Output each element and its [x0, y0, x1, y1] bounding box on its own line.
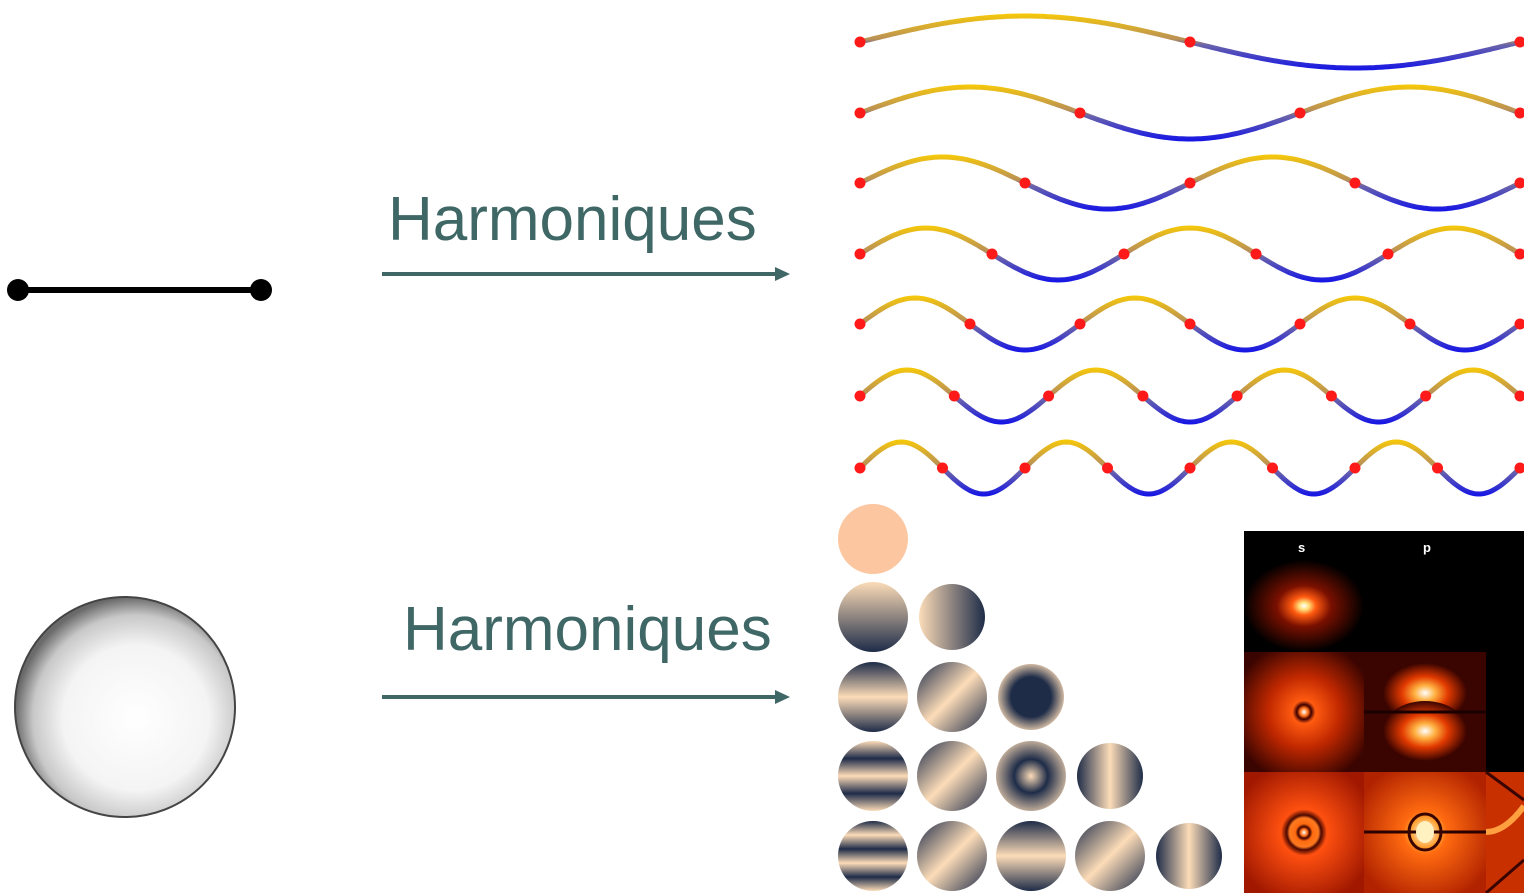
top-arrow-label: Harmoniques: [388, 185, 757, 254]
harmonic-wave-6: [854, 367, 1524, 425]
wave-node: [1420, 390, 1432, 402]
spherical-harmonic-l3-m2: [996, 741, 1066, 811]
spherical-harmonic-l4-m2: [996, 821, 1066, 891]
wave-node: [1184, 318, 1196, 330]
wave-node: [1349, 177, 1361, 189]
orbital-1s: [1244, 560, 1364, 652]
wave-node: [1514, 462, 1524, 474]
string-endpoint-right: [250, 279, 272, 301]
wave-node: [1382, 248, 1394, 260]
wave-node: [1102, 462, 1113, 474]
harmonic-wave-5: [854, 295, 1524, 353]
wave-node: [1404, 318, 1416, 330]
spherical-harmonic-l3-m3: [1077, 743, 1143, 809]
wave-node: [1514, 390, 1524, 402]
wave-node: [964, 318, 976, 330]
wave-node: [1184, 462, 1196, 474]
wave-node: [1043, 390, 1055, 402]
wave-node: [1294, 107, 1306, 119]
wave-node: [948, 390, 960, 402]
spherical-harmonic-l1-m1: [919, 584, 985, 650]
orbital-2s: [1244, 652, 1364, 772]
wave-node: [854, 318, 866, 330]
wave-node: [1019, 462, 1031, 474]
harmonic-wave-7: [854, 439, 1524, 497]
spherical-harmonic-l0-m0: [838, 504, 908, 574]
wave-node: [854, 248, 866, 260]
wave-node: [1514, 107, 1524, 119]
wave-node: [1514, 318, 1524, 330]
wave-node: [854, 462, 866, 474]
wave-node: [854, 390, 866, 402]
sphere: [14, 596, 236, 818]
spherical-harmonic-l4-m0: [838, 821, 908, 891]
wave-node: [1118, 248, 1130, 260]
wave-node: [1137, 390, 1149, 402]
wave-node: [1184, 36, 1196, 48]
wave-curve: [859, 84, 1521, 142]
wave-node: [1514, 36, 1524, 48]
wave-node: [1267, 462, 1278, 474]
wave-node: [1349, 462, 1361, 474]
wave-node: [1514, 248, 1524, 260]
string-endpoint-left: [7, 279, 29, 301]
harmonic-wave-4: [854, 225, 1524, 283]
wave-node: [1325, 390, 1337, 402]
wave-node: [1074, 318, 1086, 330]
spherical-harmonic-l3-m1: [917, 741, 987, 811]
wave-node: [854, 177, 866, 189]
wave-node: [854, 107, 866, 119]
orbital-column-label-p: p: [1423, 540, 1431, 555]
wave-node: [986, 248, 998, 260]
wave-node: [937, 462, 948, 474]
wave-node: [1019, 177, 1031, 189]
wave-curve: [858, 367, 1522, 425]
harmonic-wave-2: [854, 84, 1524, 142]
bottom-arrow-label: Harmoniques: [403, 595, 772, 664]
wave-node: [1231, 390, 1243, 402]
spherical-harmonic-l4-m3: [1075, 821, 1145, 891]
wave-node: [1514, 177, 1524, 189]
spherical-harmonic-l2-m1: [917, 662, 987, 732]
spherical-harmonic-l1-m0: [838, 582, 908, 652]
spherical-harmonic-l2-m2: [998, 664, 1064, 730]
wave-curve: [858, 225, 1522, 283]
orbital-3s: [1244, 772, 1364, 893]
spherical-harmonic-l4-m4: [1156, 823, 1222, 889]
wave-node: [1294, 318, 1306, 330]
spherical-harmonic-l2-m0: [838, 662, 908, 732]
spherical-harmonic-l4-m1: [917, 821, 987, 891]
wave-node: [1250, 248, 1262, 260]
harmonic-wave-1: [854, 13, 1524, 71]
wave-node: [1074, 107, 1086, 119]
spherical-harmonic-l3-m0: [838, 741, 908, 811]
harmonic-wave-3: [854, 154, 1524, 212]
wave-node: [854, 36, 866, 48]
wave-node: [1432, 462, 1443, 474]
orbital-column-label-s: s: [1298, 540, 1306, 555]
wave-node: [1184, 177, 1196, 189]
